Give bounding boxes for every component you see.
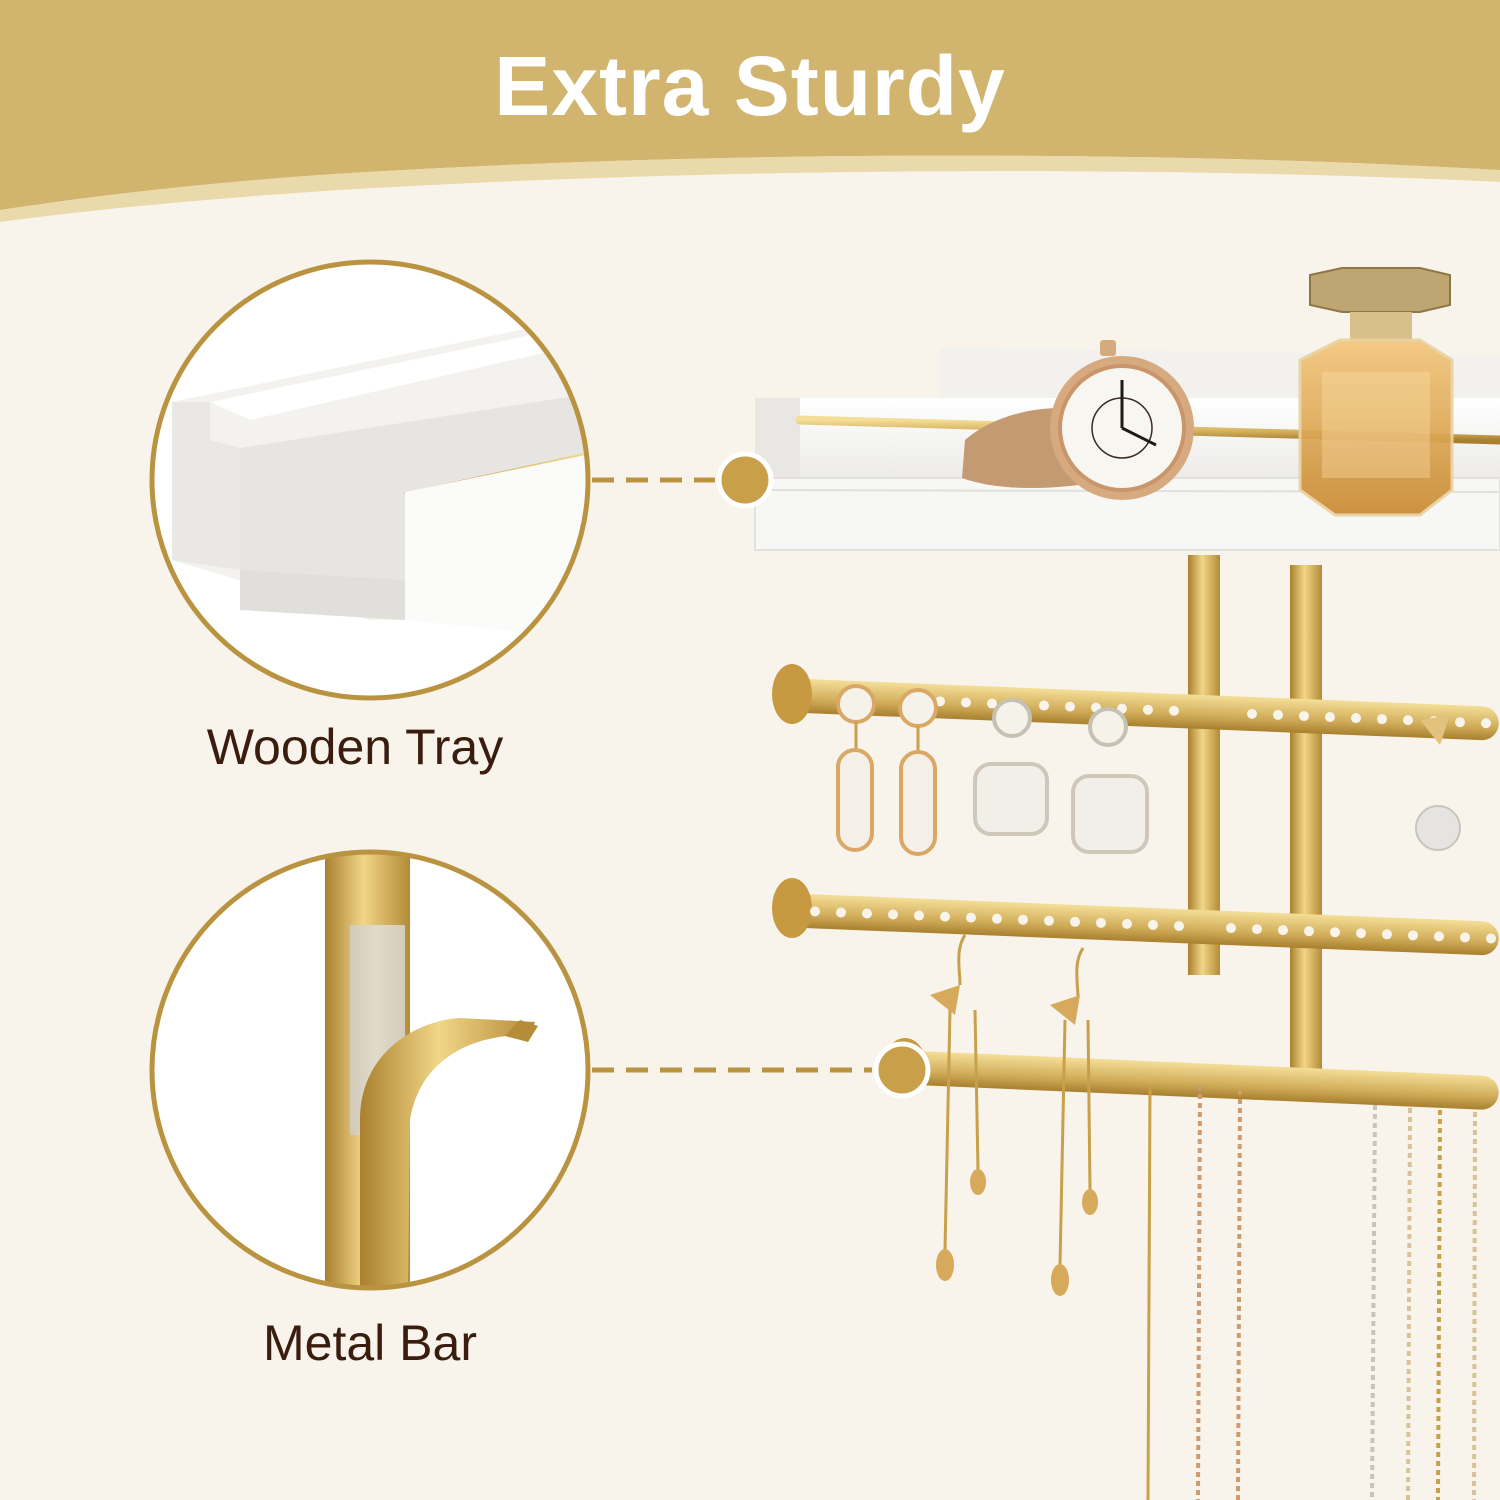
earring-hole xyxy=(1403,715,1413,726)
earring-hole xyxy=(1481,718,1491,729)
label-wooden-tray: Wooden Tray xyxy=(206,719,504,775)
earring-hole xyxy=(1252,924,1262,935)
earring-hole xyxy=(1377,714,1387,725)
earring-hole xyxy=(1122,918,1132,929)
earring-hole xyxy=(940,911,950,922)
earring-hole xyxy=(1148,919,1158,930)
earring-hole xyxy=(1273,709,1283,720)
support-rod-left xyxy=(1188,555,1220,975)
earring-hole xyxy=(862,908,872,919)
earring-hole xyxy=(1382,929,1392,940)
header-banner xyxy=(0,0,1500,222)
earring-hole xyxy=(1169,705,1179,716)
earring-hole xyxy=(1351,713,1361,724)
zoom-circle-bar xyxy=(149,849,591,1291)
earring-hole xyxy=(1096,917,1106,928)
earring-bar-lower xyxy=(772,878,1499,956)
earring-hole xyxy=(1455,717,1465,728)
earring-bar-upper xyxy=(772,664,1499,741)
earring-hole xyxy=(1226,923,1236,934)
earring-hole xyxy=(1247,708,1257,719)
necklaces xyxy=(1146,1084,1477,1500)
earring-hole xyxy=(1325,712,1335,722)
headline: Extra Sturdy xyxy=(494,39,1006,133)
earring-hole xyxy=(1356,928,1366,939)
earring-hole xyxy=(1044,915,1054,926)
earring-hole xyxy=(1299,710,1309,721)
earring-hole xyxy=(1039,700,1049,711)
earring-hole xyxy=(1486,933,1496,944)
earring-hole xyxy=(1065,701,1075,712)
earring-hole xyxy=(1434,931,1444,942)
earring-hole xyxy=(1278,925,1288,936)
zoom-circle-tray xyxy=(149,259,591,701)
earring-hole xyxy=(1070,916,1080,927)
earring-hole xyxy=(888,909,898,920)
label-metal-bar: Metal Bar xyxy=(263,1315,477,1371)
watch xyxy=(962,340,1194,500)
earring-hole xyxy=(966,912,976,923)
jewelry-organizer xyxy=(754,267,1500,1500)
earring-hole xyxy=(1143,704,1153,715)
earring-hole xyxy=(1174,920,1184,931)
earring-hole xyxy=(1408,930,1418,941)
earring-drops xyxy=(930,985,1098,1296)
support-rod-right xyxy=(1290,565,1322,1100)
earring-hole xyxy=(810,906,820,917)
earring-hole xyxy=(987,698,997,709)
earring-hole xyxy=(1304,926,1314,937)
drop-earrings xyxy=(943,934,1092,1266)
earring-hole xyxy=(1460,932,1470,943)
marble-earrings xyxy=(836,684,1461,856)
earring-hole xyxy=(961,697,971,708)
perfume-bottle xyxy=(1298,267,1454,517)
earring-holes xyxy=(810,696,1496,944)
earring-hole xyxy=(1330,927,1340,938)
earring-hole xyxy=(1018,914,1028,925)
earring-hole xyxy=(914,910,924,921)
connector-bar xyxy=(592,1041,931,1099)
earring-hole xyxy=(836,907,846,918)
earring-hole xyxy=(992,913,1002,924)
connector-tray xyxy=(592,451,774,509)
